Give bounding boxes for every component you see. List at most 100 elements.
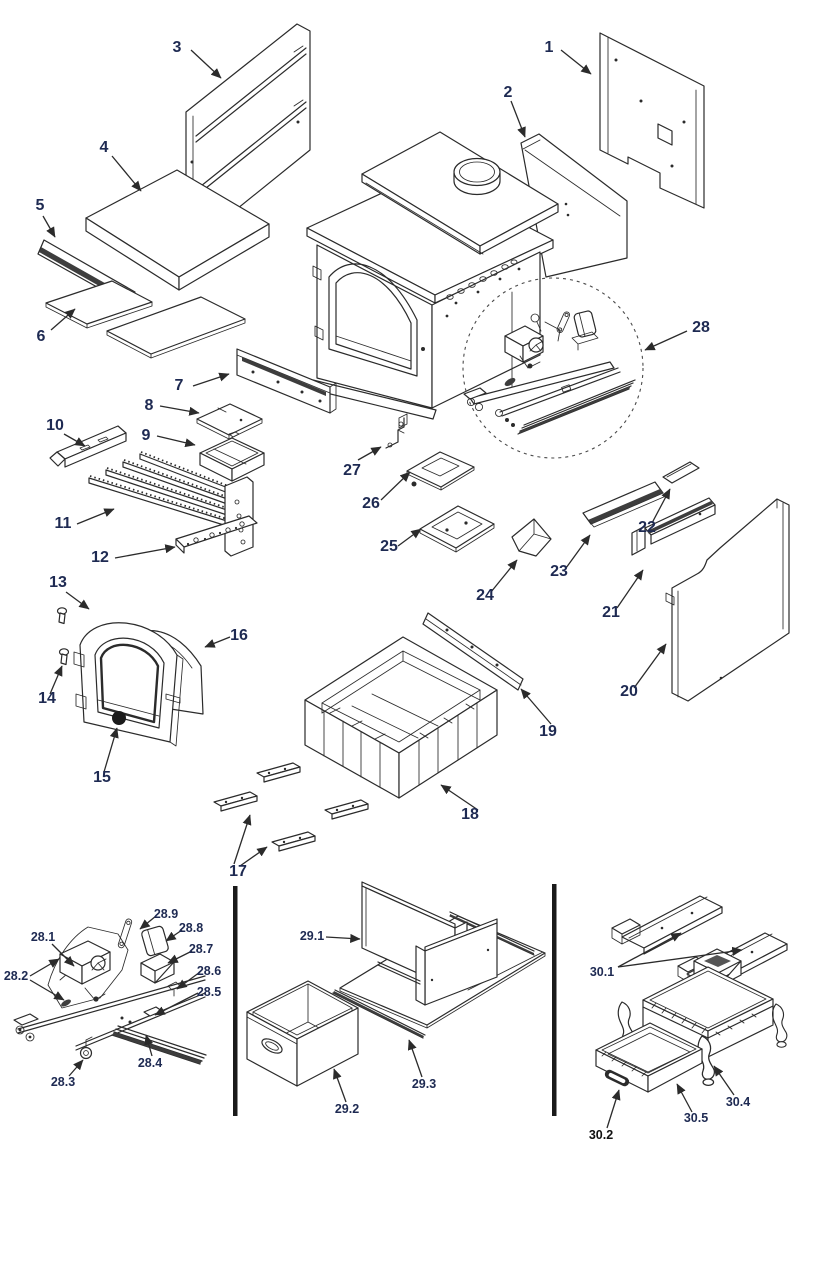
callout-27: 27 bbox=[343, 462, 361, 479]
callout-17: 17 bbox=[229, 863, 247, 880]
leader-30-5 bbox=[676, 1083, 693, 1113]
leader-8 bbox=[159, 405, 200, 416]
callout-30-2: 30.2 bbox=[589, 1128, 613, 1142]
leader-29-1 bbox=[325, 933, 361, 943]
callout-9: 9 bbox=[142, 427, 151, 444]
leader-11 bbox=[76, 508, 115, 525]
part-19-retainer-rail bbox=[422, 612, 524, 691]
callout-28-7: 28.7 bbox=[189, 942, 213, 956]
callout-5: 5 bbox=[36, 197, 45, 214]
stove-window bbox=[328, 263, 425, 377]
part-18-firebrick-set bbox=[304, 636, 498, 799]
part-24-deflector bbox=[511, 518, 552, 557]
leader-3 bbox=[190, 49, 222, 79]
callout-10: 10 bbox=[46, 417, 64, 434]
callout-19: 19 bbox=[539, 723, 557, 740]
leader-28-9 bbox=[139, 915, 157, 930]
leader-27 bbox=[357, 446, 382, 461]
part-21-channel-bar bbox=[631, 497, 716, 556]
part-1-rear-panel bbox=[599, 32, 705, 209]
part-12-end-plate bbox=[175, 515, 258, 554]
part-13-door bbox=[73, 622, 184, 747]
callout-11: 11 bbox=[55, 515, 72, 532]
leader-30-1b bbox=[617, 946, 743, 968]
part-15-door-knob bbox=[112, 711, 126, 725]
part-14-door-bolts bbox=[56, 607, 70, 666]
callout-15: 15 bbox=[93, 769, 111, 786]
part-23-channel-rail bbox=[582, 481, 667, 528]
pedestal-frame bbox=[642, 966, 774, 1059]
leader-30-1a bbox=[617, 932, 682, 968]
section-30-detail bbox=[595, 895, 788, 1093]
leader-30-2 bbox=[606, 1089, 621, 1129]
part-27-latch-bracket bbox=[385, 413, 408, 449]
part-8-cover-plate bbox=[196, 403, 263, 440]
callout-28-9: 28.9 bbox=[154, 907, 178, 921]
callout-28-2: 28.2 bbox=[4, 969, 28, 983]
callout-14: 14 bbox=[38, 690, 56, 707]
leader-28-5 bbox=[154, 992, 199, 1016]
callout-23: 23 bbox=[550, 563, 568, 580]
leader-13 bbox=[65, 591, 90, 610]
stove-side-holes bbox=[445, 259, 521, 318]
leader-28-7 bbox=[167, 950, 193, 964]
flue-collar bbox=[453, 157, 501, 196]
leader-7 bbox=[192, 372, 230, 387]
section-divider-right bbox=[552, 884, 557, 1116]
leader-5 bbox=[42, 215, 56, 238]
leader-17a bbox=[233, 814, 252, 865]
callout-1: 1 bbox=[545, 39, 554, 56]
part-10-angle-bracket bbox=[49, 425, 127, 468]
callout-4: 4 bbox=[100, 139, 109, 156]
drawer-handle bbox=[604, 1069, 630, 1087]
leader-6 bbox=[50, 308, 76, 331]
callout-28-3: 28.3 bbox=[51, 1075, 75, 1089]
stove-body bbox=[306, 131, 559, 420]
part-9-tray bbox=[199, 431, 265, 482]
leader-23 bbox=[565, 534, 591, 569]
part-22-small-plate bbox=[662, 461, 700, 484]
leader-28 bbox=[644, 330, 688, 351]
callout-20: 20 bbox=[620, 683, 638, 700]
part-25-plate-assembly bbox=[419, 505, 495, 553]
leader-20 bbox=[633, 643, 667, 689]
part-28-ash-mechanism-detail bbox=[462, 277, 644, 459]
callout-labels: 3 1 2 4 5 6 7 8 9 10 11 12 13 14 15 16 1… bbox=[4, 39, 750, 1142]
callout-16: 16 bbox=[230, 627, 248, 644]
callout-8: 8 bbox=[145, 397, 154, 414]
callout-30-1: 30.1 bbox=[590, 965, 614, 979]
leader-24 bbox=[490, 559, 518, 593]
part-20-side-panel bbox=[665, 498, 790, 702]
leader-2 bbox=[510, 100, 526, 138]
callout-29-1: 29.1 bbox=[300, 929, 324, 943]
leader-14 bbox=[49, 665, 63, 695]
part-30-5-ash-pan bbox=[595, 1022, 703, 1093]
callout-24: 24 bbox=[476, 587, 494, 604]
leader-28-2a bbox=[29, 958, 60, 977]
leader-29-2 bbox=[333, 1068, 347, 1103]
part-26-gasket-plate bbox=[406, 451, 475, 491]
callout-28: 28 bbox=[692, 319, 710, 336]
callout-3: 3 bbox=[173, 39, 182, 56]
callout-13: 13 bbox=[49, 574, 67, 591]
part-29-2-ash-drawer bbox=[246, 980, 359, 1087]
callout-29-2: 29.2 bbox=[335, 1102, 359, 1116]
callout-12: 12 bbox=[91, 549, 109, 566]
leader-lines bbox=[29, 49, 743, 1129]
callout-30-4: 30.4 bbox=[726, 1095, 750, 1109]
leader-18 bbox=[440, 784, 479, 811]
callout-26: 26 bbox=[362, 495, 380, 512]
callout-25: 25 bbox=[380, 538, 398, 555]
callout-28-6: 28.6 bbox=[197, 964, 221, 978]
leader-30-4 bbox=[713, 1065, 735, 1096]
leader-15 bbox=[103, 727, 119, 773]
callout-7: 7 bbox=[175, 377, 184, 394]
callout-28-1: 28.1 bbox=[31, 930, 55, 944]
leader-28-2b bbox=[29, 979, 65, 1001]
leader-10 bbox=[63, 433, 86, 447]
part-17-retainer-clips bbox=[213, 762, 369, 852]
leader-17b bbox=[239, 846, 268, 867]
leader-16 bbox=[204, 636, 231, 648]
leader-26 bbox=[380, 471, 411, 501]
leader-12 bbox=[114, 544, 176, 559]
